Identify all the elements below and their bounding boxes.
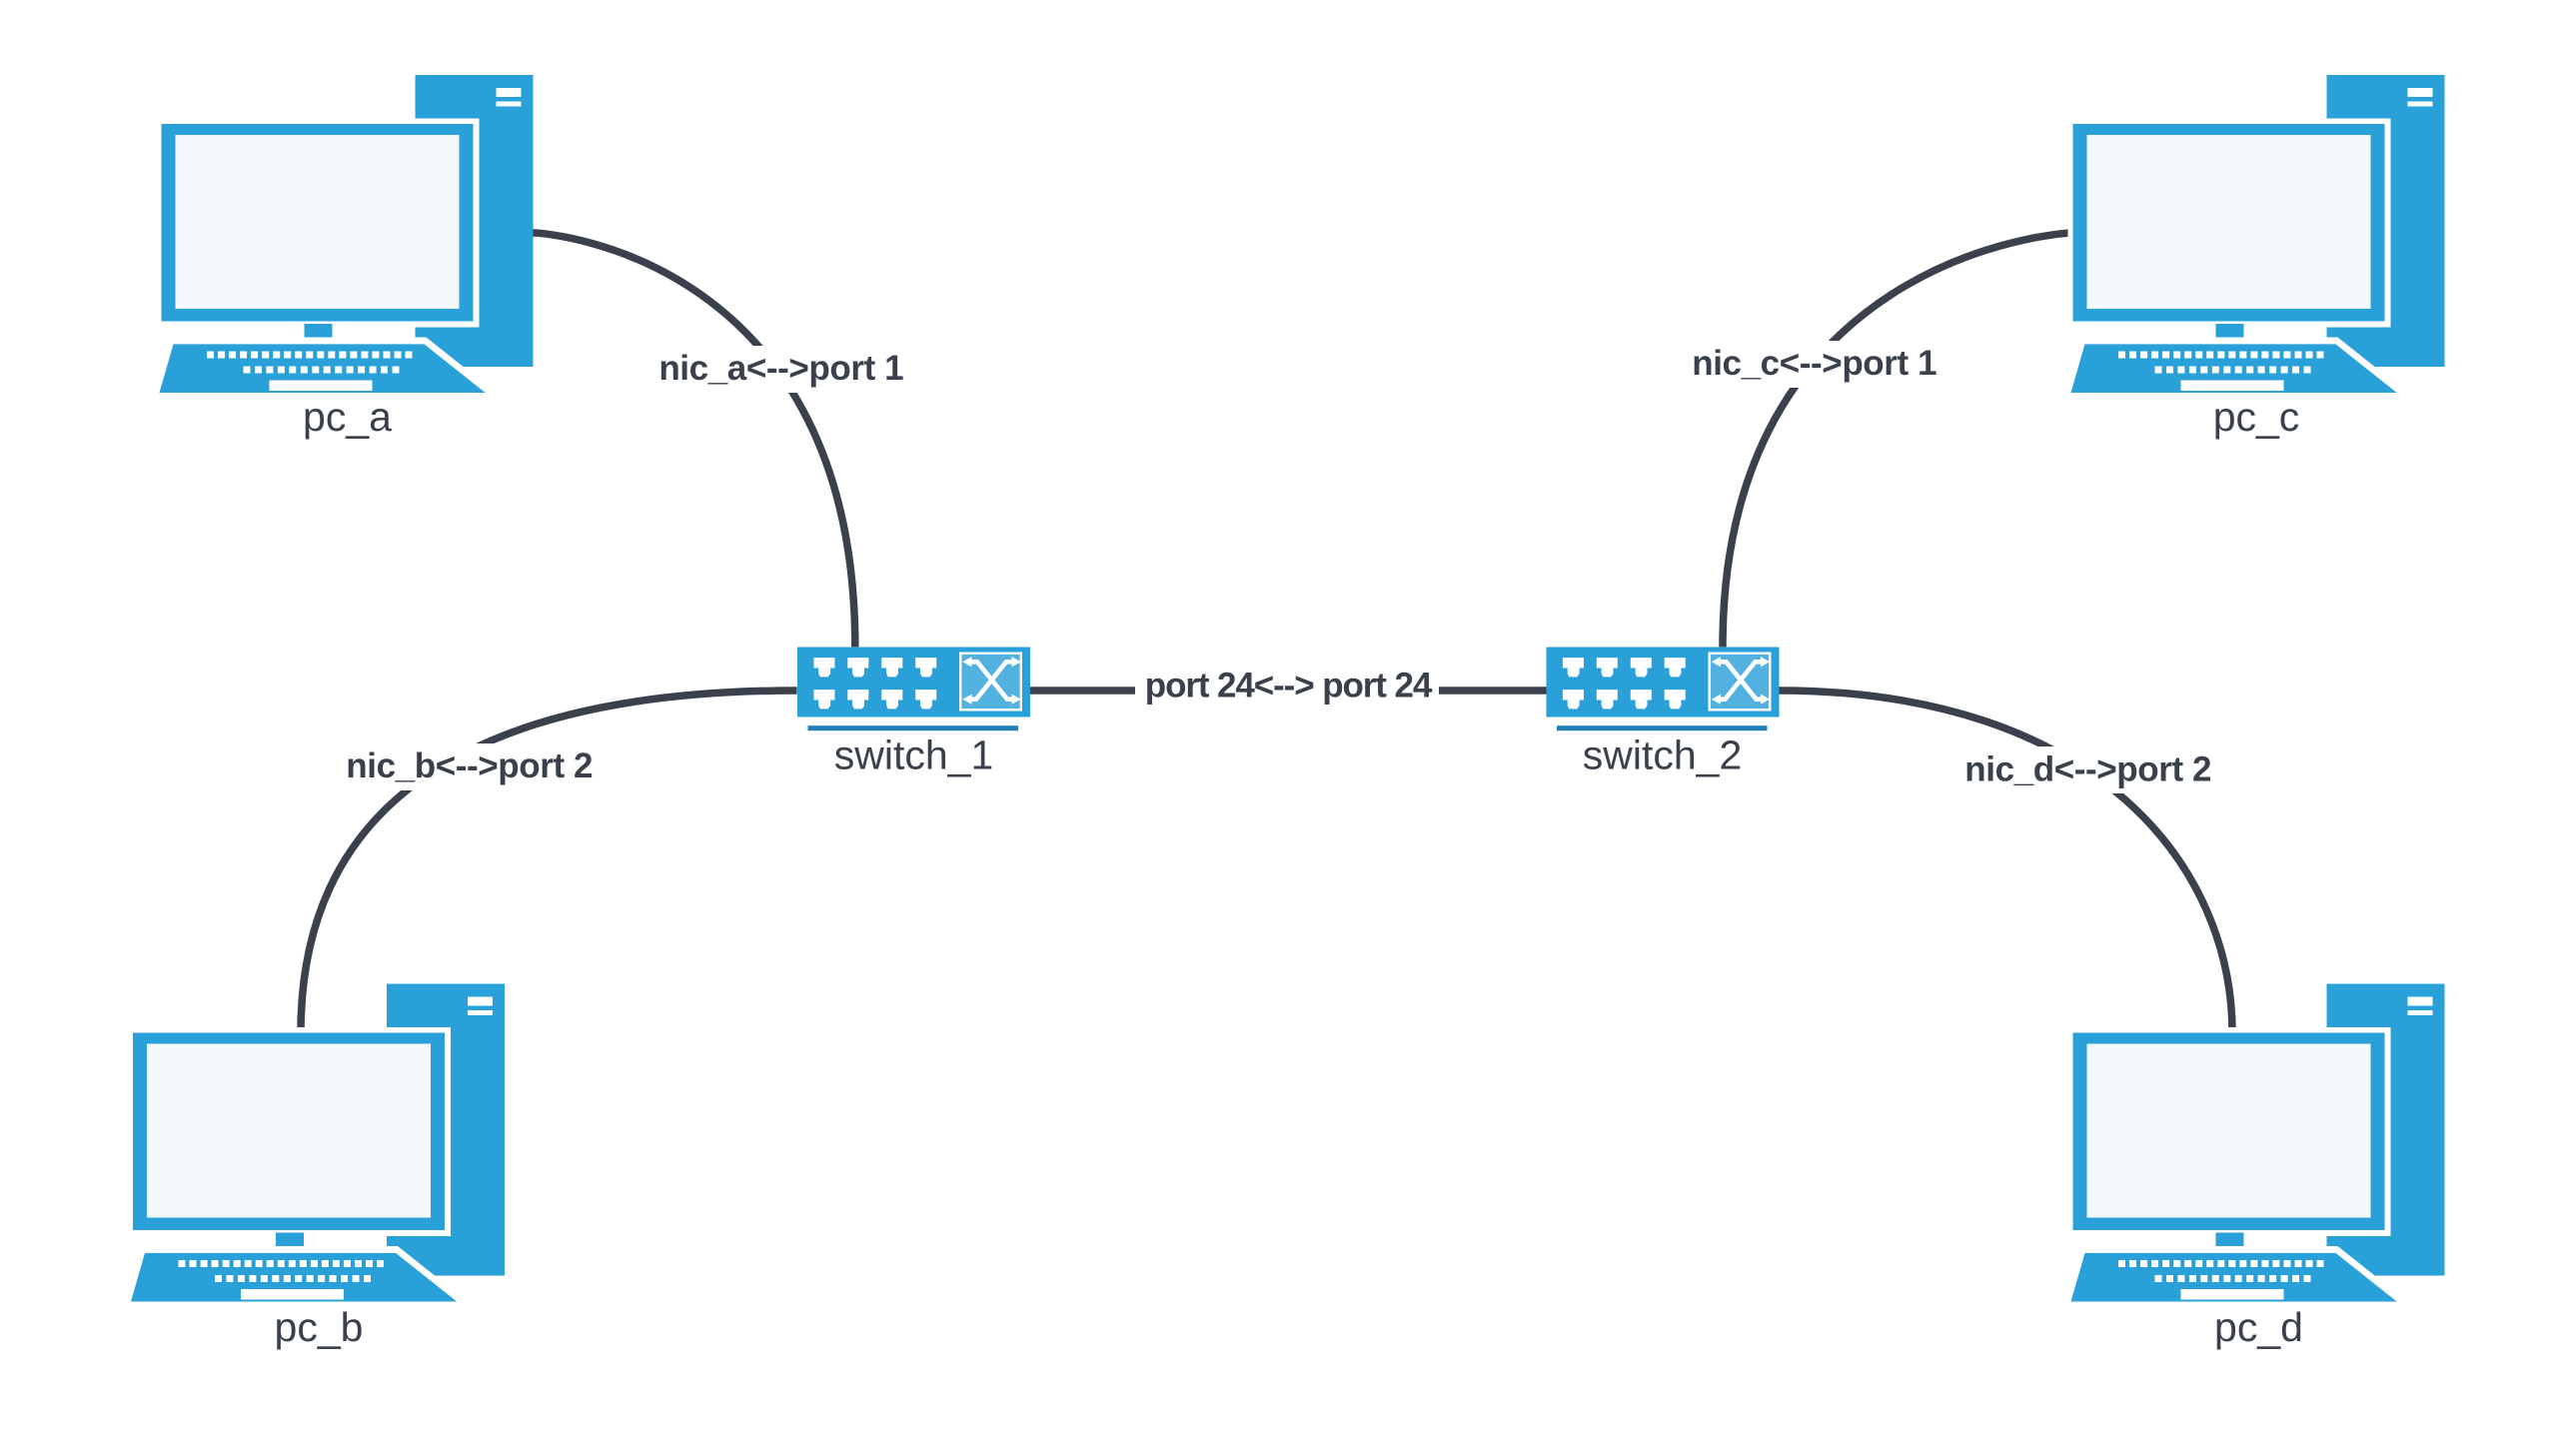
svg-text:pc_b: pc_b	[275, 1304, 364, 1350]
svg-text:switch_2: switch_2	[1583, 732, 1743, 778]
svg-text:pc_c: pc_c	[2213, 394, 2300, 440]
svg-text:switch_1: switch_1	[834, 732, 994, 778]
svg-text:pc_d: pc_d	[2214, 1304, 2303, 1350]
svg-text:nic_b<-->port 2: nic_b<-->port 2	[346, 746, 593, 785]
svg-text:port 24<--> port 24: port 24<--> port 24	[1145, 667, 1433, 706]
svg-text:nic_d<-->port 2: nic_d<-->port 2	[1964, 749, 2211, 788]
svg-text:pc_a: pc_a	[303, 394, 392, 440]
svg-text:nic_a<-->port 1: nic_a<-->port 1	[658, 349, 903, 388]
svg-text:nic_c<-->port 1: nic_c<-->port 1	[1692, 344, 1936, 383]
